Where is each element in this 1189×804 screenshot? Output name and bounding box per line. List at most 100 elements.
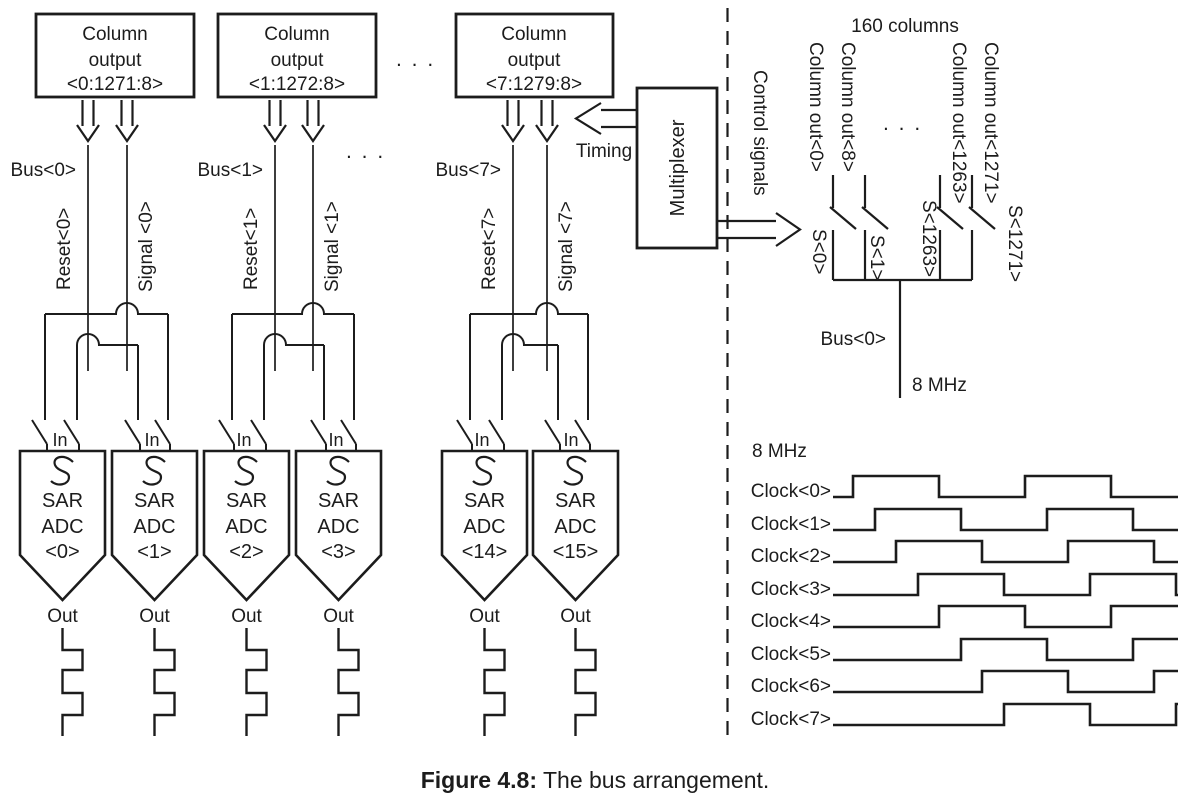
crossbar-rails: [44, 302, 169, 420]
clock-waveforms: [833, 474, 1178, 727]
adc-word1: SAR: [226, 490, 267, 512]
sar-adc-15: In SAR ADC <15> Out: [531, 430, 620, 738]
adc-outline: [440, 449, 529, 602]
out-label: Out: [469, 606, 500, 627]
multiplexer-label: Multiplexer: [667, 119, 689, 216]
down-arrow-icon: [262, 98, 288, 143]
adc-id: <1>: [137, 541, 171, 563]
out-label: Out: [231, 606, 262, 627]
adc-word1: SAR: [318, 490, 359, 512]
bus-label: Bus<1>: [198, 160, 264, 181]
switch-label-0: S<0>: [808, 229, 829, 274]
bus-group-0: Bus<0> Reset<0> Signal <0>: [11, 98, 171, 452]
clock-label-3: Clock<3>: [751, 579, 831, 600]
down-arrow-icon: [75, 98, 101, 143]
switch-icon: [310, 419, 327, 452]
in-label: In: [474, 430, 489, 450]
adc-id: <2>: [229, 541, 263, 563]
column-out-label-3: Column out<1271>: [980, 42, 1001, 204]
clock6-wave: [833, 669, 1178, 694]
box-row-ellipsis: . . .: [396, 48, 435, 71]
reset-label: Reset<0>: [54, 208, 75, 290]
clock-label-2: Clock<2>: [751, 546, 831, 567]
clock2-wave: [833, 539, 1178, 564]
down-arrow-icon: [300, 98, 326, 143]
reset-label: Reset<1>: [241, 208, 262, 290]
box0-line1: Column: [82, 24, 147, 45]
bus-group-7: Bus<7> Reset<7> Signal <7>: [436, 98, 591, 452]
adc-outline: [294, 449, 383, 602]
column-output-box-1: Column output <1:1272:8>: [216, 12, 378, 99]
sar-adc-2: In SAR ADC <2> Out: [202, 430, 291, 738]
box-outline: [34, 12, 196, 99]
box1-line3: <1:1272:8>: [249, 74, 345, 95]
clock-label-7: Clock<7>: [751, 709, 831, 730]
figure-caption: Figure 4.8: The bus arrangement.: [421, 767, 770, 793]
digital-output-wave-icon: [574, 626, 597, 738]
adc-id: <3>: [321, 541, 355, 563]
switch-label-1: S<1>: [866, 235, 887, 280]
adc-id: <14>: [462, 541, 508, 563]
adc-id: <0>: [45, 541, 79, 563]
adc-id: <15>: [553, 541, 599, 563]
clock-timing-diagram: 8 MHz Clock<0> Clock<1> Clock<2> Clock<3…: [751, 441, 1178, 730]
figure-caption-number: Figure 4.8:: [421, 767, 537, 793]
bus-label: Bus<0>: [11, 160, 77, 181]
down-arrow-icon: [534, 98, 560, 143]
figure-caption-text: The bus arrangement.: [537, 767, 769, 793]
bus-frequency-label: 8 MHz: [912, 375, 967, 396]
bus-group-1: Bus<1> Reset<1> Signal <1>: [198, 98, 357, 452]
adc-word2: ADC: [225, 516, 267, 538]
clock3-wave: [833, 572, 1178, 597]
clock-frequency-label: 8 MHz: [752, 441, 807, 462]
analog-signal-icon: [325, 455, 351, 486]
box1-line1: Column: [264, 24, 329, 45]
in-label: In: [144, 430, 159, 450]
wire-row-ellipsis: . . .: [346, 140, 385, 163]
column-switches: [829, 175, 996, 398]
column-out-label-1: Column out<8>: [837, 42, 858, 172]
switch-icon: [488, 419, 505, 452]
in-label: In: [328, 430, 343, 450]
multiplexer-block: Multiplexer Timing Control signals: [573, 70, 802, 250]
column-out-ellipsis: . . .: [883, 112, 922, 135]
digital-output-wave-icon: [245, 626, 268, 738]
down-arrow-icon: [114, 98, 140, 143]
in-label: In: [52, 430, 67, 450]
signal-label: Signal <1>: [322, 201, 343, 292]
adc-word1: SAR: [464, 490, 505, 512]
sar-adc-0: In SAR ADC <0> Out: [18, 430, 107, 738]
bus-label: Bus<7>: [436, 160, 502, 181]
switch-label-3: S<1271>: [1004, 205, 1025, 282]
adc-word1: SAR: [134, 490, 175, 512]
column-output-box-7: Column output <7:1279:8>: [454, 12, 615, 99]
timing-label: Timing: [576, 141, 632, 162]
adc-word2: ADC: [554, 516, 596, 538]
crossbar-rails: [469, 302, 589, 420]
crossbar-rails: [231, 302, 355, 420]
sar-adc-14: In SAR ADC <14> Out: [440, 430, 529, 738]
sar-adc-1: In SAR ADC <1> Out: [110, 430, 199, 738]
box7-line2: output: [508, 50, 562, 71]
signal-label: Signal <0>: [136, 201, 157, 292]
switch-icon: [544, 419, 561, 452]
adc-word1: SAR: [42, 490, 83, 512]
signal-label: Signal <7>: [556, 201, 577, 292]
adc-outline: [18, 449, 107, 602]
adc-word2: ADC: [133, 516, 175, 538]
digital-output-wave-icon: [61, 626, 84, 738]
clock-label-0: Clock<0>: [751, 481, 831, 502]
adc-outline: [202, 449, 291, 602]
in-label: In: [236, 430, 251, 450]
switch-icon: [124, 419, 141, 452]
control-signals-arrow-icon: [718, 212, 802, 247]
shared-bus-label: Bus<0>: [821, 329, 887, 350]
analog-signal-icon: [49, 455, 75, 486]
switch-icon: [456, 419, 473, 452]
clock4-wave: [833, 604, 1178, 629]
box1-line2: output: [271, 50, 325, 71]
multiplexer-outline: [635, 86, 719, 250]
control-signals-label: Control signals: [749, 70, 770, 196]
